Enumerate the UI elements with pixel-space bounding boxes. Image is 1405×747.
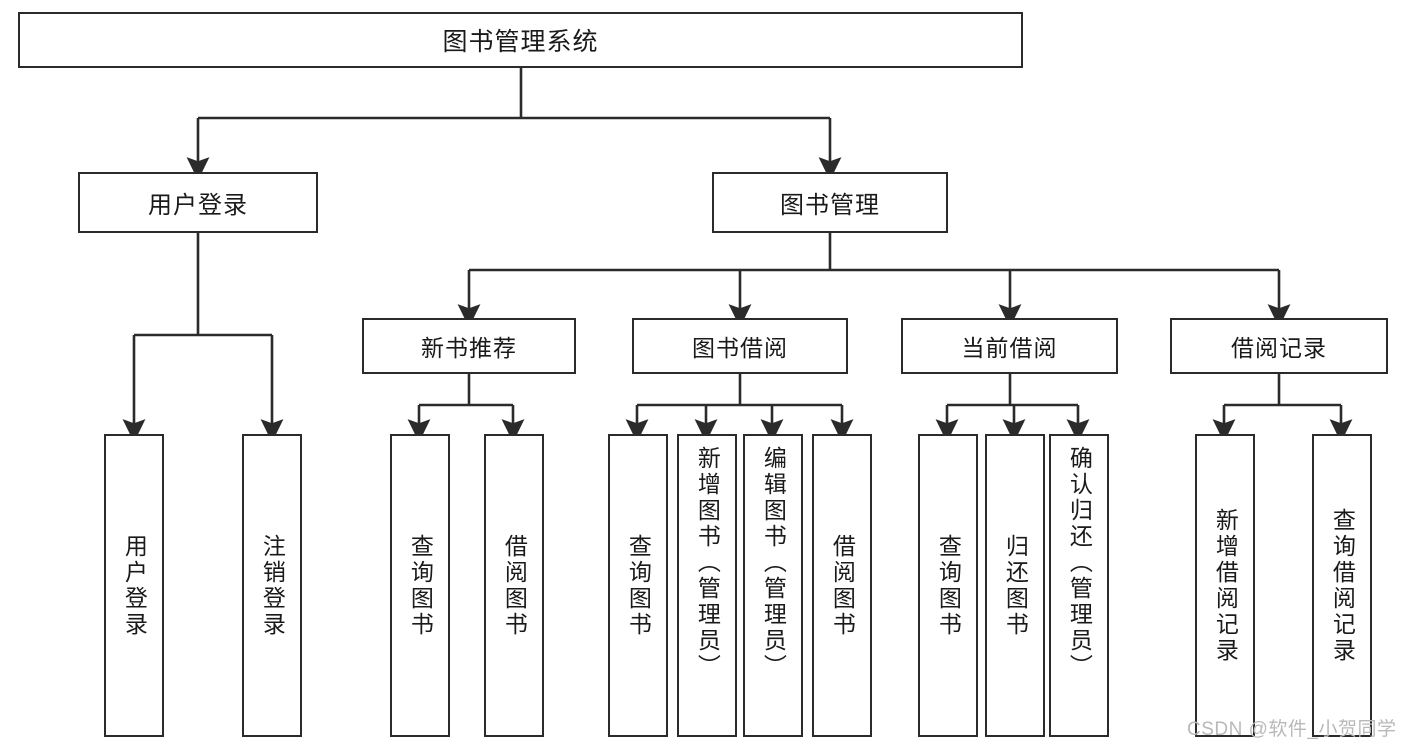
node-borrow-record[interactable]: 借阅记录 [1170,318,1388,374]
node-book-borrow-label: 图书借阅 [692,335,788,361]
node-new-book-recommend[interactable]: 新书推荐 [362,318,576,374]
leaf-cb-confirm-return-label: 确认归还（管理员） [1066,446,1093,680]
leaf-bb-edit-book-label: 编辑图书（管理员） [760,446,787,680]
leaf-user-login[interactable]: 用户登录 [104,434,164,737]
leaf-bb-borrow-book-label: 借阅图书 [829,533,856,638]
leaf-br-add-record-label: 新增借阅记录 [1212,507,1239,664]
leaf-bb-add-book-label: 新增图书（管理员） [694,446,721,680]
node-user-login-label: 用户登录 [148,192,248,219]
node-root[interactable]: 图书管理系统 [18,12,1023,68]
node-root-label: 图书管理系统 [442,28,599,56]
leaf-user-login-label: 用户登录 [121,533,148,638]
leaf-logout[interactable]: 注销登录 [242,434,302,737]
node-current-borrow[interactable]: 当前借阅 [901,318,1118,374]
leaf-cb-return-book-label: 归还图书 [1002,533,1029,638]
leaf-bb-borrow-book[interactable]: 借阅图书 [812,434,872,737]
leaf-bb-add-book[interactable]: 新增图书（管理员） [677,434,737,737]
leaf-logout-label: 注销登录 [259,533,286,638]
leaf-bb-query-book-label: 查询图书 [625,533,652,638]
node-current-borrow-label: 当前借阅 [961,335,1058,361]
leaf-nb-borrow-book-label: 借阅图书 [501,533,528,638]
leaf-br-query-record-label: 查询借阅记录 [1329,507,1356,664]
leaf-cb-query-book-label: 查询图书 [935,533,962,638]
leaf-br-add-record[interactable]: 新增借阅记录 [1195,434,1255,737]
leaf-nb-query-book[interactable]: 查询图书 [390,434,450,737]
leaf-cb-query-book[interactable]: 查询图书 [918,434,978,737]
leaf-bb-query-book[interactable]: 查询图书 [608,434,668,737]
node-new-book-recommend-label: 新书推荐 [421,335,517,361]
leaf-bb-edit-book[interactable]: 编辑图书（管理员） [743,434,803,737]
node-user-login[interactable]: 用户登录 [78,172,318,233]
leaf-nb-borrow-book[interactable]: 借阅图书 [484,434,544,737]
leaf-nb-query-book-label: 查询图书 [407,533,434,638]
leaf-cb-confirm-return[interactable]: 确认归还（管理员） [1049,434,1109,737]
leaf-cb-return-book[interactable]: 归还图书 [985,434,1045,737]
csdn-watermark: CSDN @软件_小贺同学 [1187,719,1397,740]
leaf-br-query-record[interactable]: 查询借阅记录 [1312,434,1372,737]
node-borrow-record-label: 借阅记录 [1231,335,1327,361]
node-book-borrow[interactable]: 图书借阅 [632,318,848,374]
node-book-manage-label: 图书管理 [780,192,880,219]
node-book-manage[interactable]: 图书管理 [712,172,948,233]
